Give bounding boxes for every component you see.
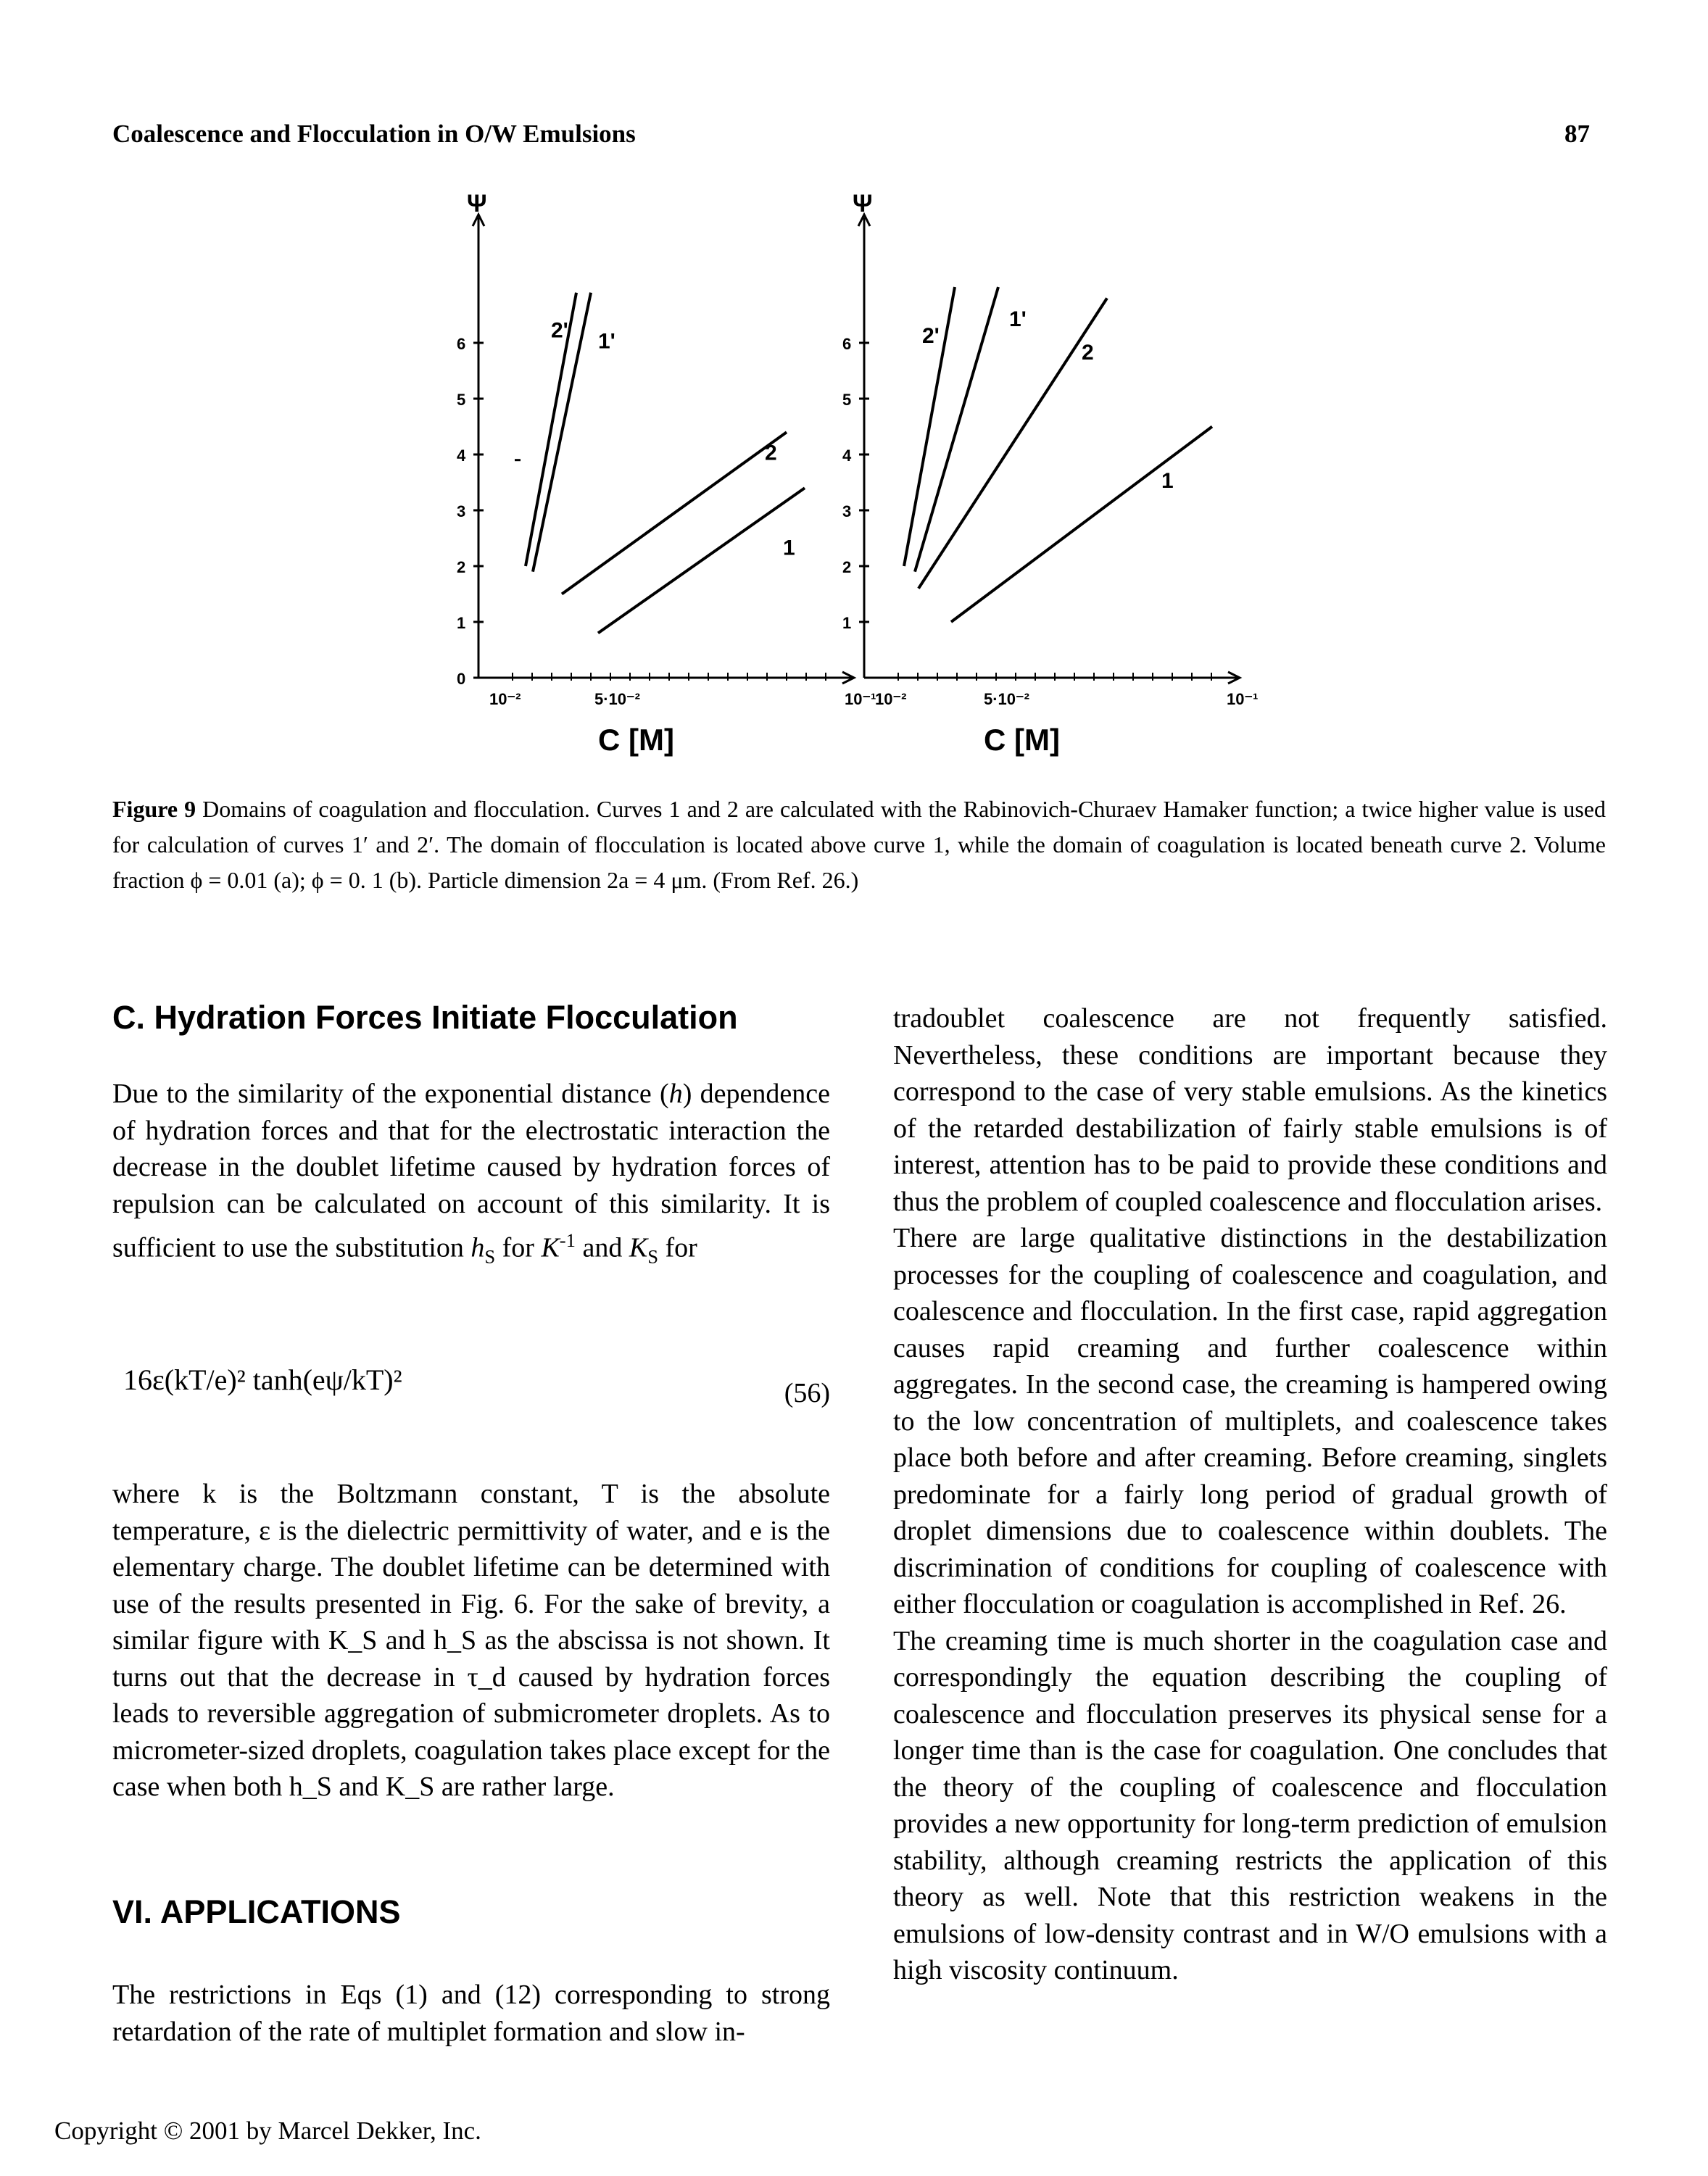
y-tick-label: 5 — [842, 391, 851, 409]
curve-1 — [950, 425, 1214, 623]
section-heading-vi: VI. APPLICATIONS — [112, 1893, 401, 1930]
text-run: S — [484, 1245, 496, 1268]
right-paragraph-1: tradoublet coalescence are not frequentl… — [893, 1003, 1607, 1217]
text-run: K — [541, 1232, 560, 1263]
x-axis-label: C [M] — [984, 723, 1060, 757]
curve-2prime — [524, 292, 578, 567]
y-tick-label: 4 — [842, 447, 852, 465]
y-tick-label: 4 — [457, 447, 466, 465]
left-paragraph-3: The restrictions in Eqs (1) and (12) cor… — [112, 1977, 830, 2050]
curve-label: 2' — [922, 324, 940, 348]
y-tick-label: 0 — [457, 670, 465, 688]
running-title: Coalescence and Flocculation in O/W Emul… — [112, 120, 636, 148]
equation-formula: 16ε(kT/e)² tanh(eψ/kT)² — [123, 1363, 402, 1396]
page-number: 87 — [1564, 120, 1590, 148]
left-paragraph-2-text: where k is the Boltzmann constant, T is … — [112, 1479, 830, 1802]
figure-caption: Figure 9 Domains of coagulation and floc… — [112, 792, 1606, 898]
x-axis-arrow — [1227, 670, 1243, 685]
y-tick-label: 5 — [457, 391, 465, 409]
curve-1prime — [531, 292, 592, 573]
curve-label: 1' — [1009, 307, 1027, 331]
text-run: ) dependence of hydration forces and tha… — [112, 1079, 830, 1263]
curve-label: 2 — [1082, 341, 1094, 365]
x-tick-label: 5·10⁻² — [594, 690, 640, 708]
curve-2prime — [903, 286, 956, 567]
text-run: h — [668, 1079, 683, 1109]
equation-number: (56) — [784, 1378, 830, 1408]
figure-caption-label: Figure 9 — [112, 796, 196, 822]
curve-label: 2' — [551, 318, 568, 342]
text-run: K — [629, 1232, 648, 1263]
curve-2 — [917, 297, 1108, 589]
y-tick-label: 2 — [842, 558, 851, 576]
y-axis-arrow — [471, 212, 486, 227]
curve-label: 1' — [598, 330, 615, 354]
curve-label: 1 — [783, 536, 795, 560]
left-paragraph-2: where k is the Boltzmann constant, T is … — [112, 1476, 830, 1806]
left-paragraph-1: Due to the similarity of the exponential… — [112, 1076, 830, 1275]
y-axis-arrow — [857, 212, 871, 227]
y-tick-label: 1 — [842, 614, 851, 632]
x-tick-label: 5·10⁻² — [984, 690, 1029, 708]
right-paragraph-3: The creaming time is much shorter in the… — [893, 1625, 1607, 1986]
y-tick-label: 6 — [842, 335, 851, 353]
x-axis-label: C [M] — [598, 723, 674, 757]
text-run: Due to the similarity of the exponential… — [112, 1079, 669, 1109]
figure-caption-text: Domains of coagulation and flocculation.… — [112, 796, 1607, 893]
text-run: and — [575, 1232, 629, 1263]
text-run: -1 — [559, 1229, 576, 1251]
y-tick-label: 3 — [842, 502, 851, 520]
text-run: h — [470, 1232, 485, 1263]
text-run: for — [658, 1232, 697, 1263]
right-column: tradoublet coalescence are not frequentl… — [893, 1000, 1607, 1989]
y-tick-label: 6 — [457, 335, 465, 353]
x-tick-label: 10⁻² — [875, 690, 906, 708]
right-paragraph-2: There are large qualitative distinctions… — [893, 1223, 1607, 1619]
text-run: S — [647, 1245, 658, 1268]
curve-2 — [560, 431, 788, 596]
x-tick-label: 10⁻² — [489, 690, 521, 708]
y-axis-label: Ψ — [853, 190, 873, 217]
curve-1 — [597, 486, 806, 635]
x-axis-arrow — [842, 670, 857, 685]
x-tick-label: 10⁻¹ — [845, 690, 876, 708]
y-tick-label: 1 — [457, 614, 465, 632]
curve-1prime — [913, 286, 1000, 573]
y-tick-label: 2 — [457, 558, 465, 576]
y-axis-label: Ψ — [467, 190, 487, 217]
curve-label: 2 — [765, 441, 777, 465]
text-run: for — [495, 1232, 542, 1263]
section-heading-c: C. Hydration Forces Initiate Flocculatio… — [112, 999, 738, 1036]
curve-label: 1 — [1161, 469, 1174, 493]
x-tick-label: 10⁻¹ — [1227, 690, 1258, 708]
copyright-footer: Copyright © 2001 by Marcel Dekker, Inc. — [54, 2117, 481, 2145]
equation-56: 16ε(kT/e)² tanh(eψ/kT)² (56) — [112, 1359, 830, 1439]
y-tick-label: 3 — [457, 502, 465, 520]
left-paragraph-3-text: The restrictions in Eqs (1) and (12) cor… — [112, 1980, 830, 2047]
figure-9: Ψ 0 1 2 3 4 5 6 10⁻² 5·10⁻² 10⁻¹ C [M] 2' 1' 2 1 Ψ 1 2 3 4 5 6… — [457, 190, 1258, 757]
